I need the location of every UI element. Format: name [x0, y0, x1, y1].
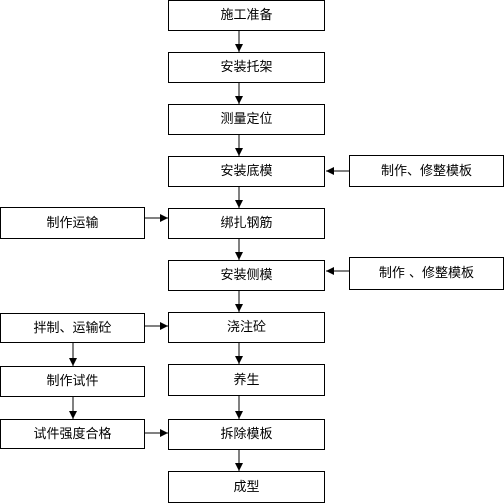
step-install-bottom-formwork: 安装底模	[168, 156, 325, 187]
side-make-side-formwork: 制作 、修整模板	[349, 257, 504, 290]
step-install-bracket: 安装托架	[168, 52, 325, 83]
side-specimen-strength: 试件强度合格	[0, 419, 145, 449]
side-rebar-transport: 制作运输	[0, 207, 145, 239]
step-construction-prep: 施工准备	[168, 0, 325, 31]
step-remove-formwork: 拆除模板	[168, 419, 325, 450]
step-tie-rebar: 绑扎钢筋	[168, 208, 325, 239]
step-pour-concrete: 浇注砼	[168, 312, 325, 343]
side-make-bottom-formwork: 制作、修整模板	[349, 155, 504, 187]
step-install-side-formwork: 安装侧模	[168, 260, 325, 291]
step-forming: 成型	[168, 471, 325, 503]
side-make-specimen: 制作试件	[0, 366, 145, 397]
step-curing: 养生	[168, 364, 325, 396]
side-concrete-mixing: 拌制、运输砼	[0, 313, 145, 343]
step-survey-positioning: 测量定位	[168, 104, 325, 135]
